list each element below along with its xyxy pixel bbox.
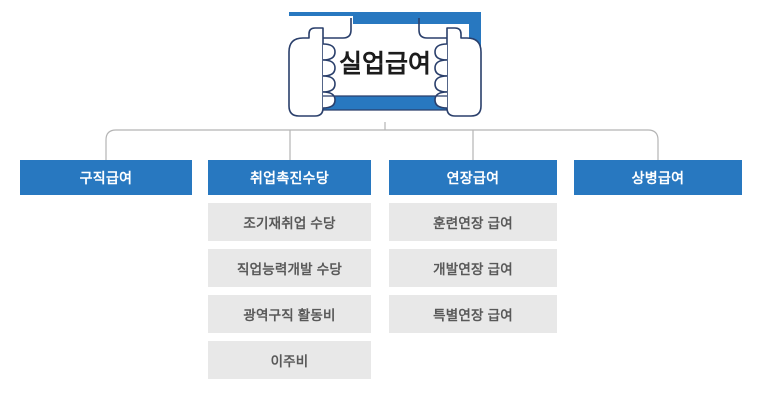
column-1: 구직급여 [20,160,192,195]
column-2: 취업촉진수당 조기재취업 수당 직업능력개발 수당 광역구직 활동비 이주비 [208,160,371,379]
sub-item-box[interactable]: 조기재취업 수당 [208,203,371,241]
sub-item-box[interactable]: 직업능력개발 수당 [208,249,371,287]
sub-item-box[interactable]: 훈련연장 급여 [389,203,557,241]
sub-item-box[interactable]: 특별연장 급여 [389,295,557,333]
category-box-sangbyeong[interactable]: 상병급여 [574,160,742,195]
sub-item-box[interactable]: 광역구직 활동비 [208,295,371,333]
sub-item-box[interactable]: 개발연장 급여 [389,249,557,287]
category-box-gujik[interactable]: 구직급여 [20,160,192,195]
hands-holding-banner-icon [288,12,482,117]
column-4: 상병급여 [574,160,742,195]
root-title: 실업급여 [338,50,431,78]
root-node: 실업급여 [265,4,505,122]
sub-item-box[interactable]: 이주비 [208,341,371,379]
category-box-yeonjang[interactable]: 연장급여 [389,160,557,195]
category-box-chwieop[interactable]: 취업촉진수당 [208,160,371,195]
column-3: 연장급여 훈련연장 급여 개발연장 급여 특별연장 급여 [389,160,557,333]
